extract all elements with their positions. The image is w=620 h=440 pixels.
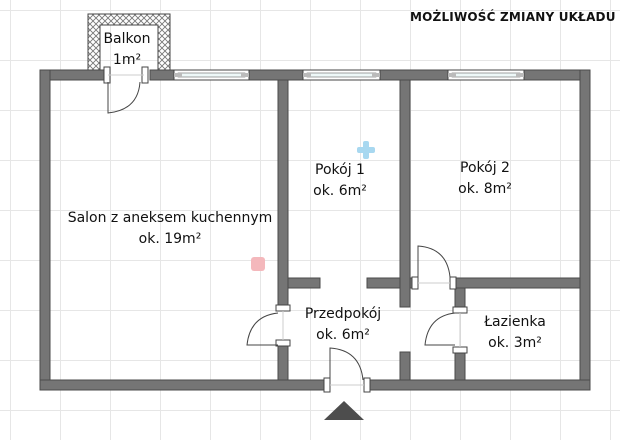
door-lazienka xyxy=(424,306,468,354)
window-pokoj2 xyxy=(447,69,525,81)
room-area: ok. 3m² xyxy=(488,335,542,351)
square-icon xyxy=(251,257,265,271)
window-salon xyxy=(173,69,250,81)
room-label-salon: Salon z aneksem kuchennym ok. 19m² xyxy=(55,208,285,250)
room-name: Przedpokój xyxy=(304,306,382,322)
windows xyxy=(173,69,525,81)
room-area: ok. 6m² xyxy=(313,183,367,199)
door-balcony xyxy=(103,66,149,114)
window-pokoj1 xyxy=(302,69,381,81)
room-name: Łazienka xyxy=(484,314,546,330)
room-name: Pokój 2 xyxy=(460,160,510,176)
room-area: ok. 19m² xyxy=(138,231,202,247)
doors xyxy=(103,66,468,393)
plus-icon xyxy=(357,141,375,159)
room-area: ok. 8m² xyxy=(458,181,512,197)
room-label-przedpokoj: Przedpokój ok. 6m² xyxy=(297,304,389,346)
room-name: Salon z aneksem kuchennym xyxy=(67,210,273,226)
page-title: MOŻLIWOŚĆ ZMIANY UKŁADU xyxy=(410,10,616,24)
room-label-pokoj1: Pokój 1 ok. 6m² xyxy=(300,160,380,202)
entrance-arrow-icon xyxy=(324,401,364,420)
room-name: Balkon xyxy=(103,31,151,47)
room-label-lazienka: Łazienka ok. 3m² xyxy=(475,312,555,354)
door-pokoj2 xyxy=(411,245,457,290)
door-entrance xyxy=(323,347,371,393)
room-label-balkon: Balkon 1m² xyxy=(98,29,156,71)
room-area: 1m² xyxy=(112,52,142,68)
door-salon xyxy=(246,304,291,347)
room-label-pokoj2: Pokój 2 ok. 8m² xyxy=(445,158,525,200)
room-name: Pokój 1 xyxy=(315,162,365,178)
room-area: ok. 6m² xyxy=(316,327,370,343)
